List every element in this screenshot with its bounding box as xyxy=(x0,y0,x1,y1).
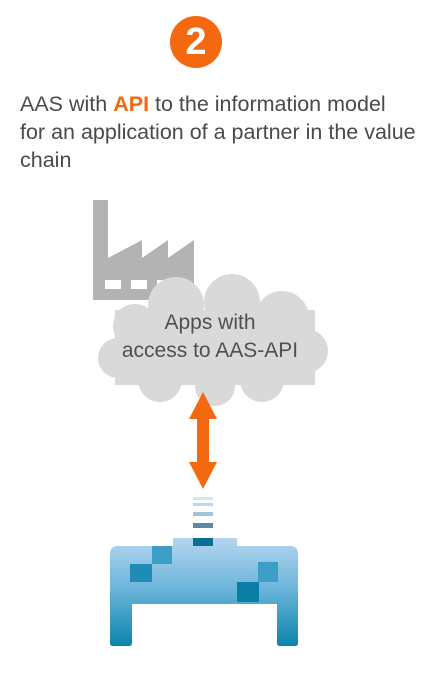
caption-highlight-api: API xyxy=(113,92,150,116)
step-number-badge: 2 xyxy=(170,16,222,68)
signal-bars xyxy=(193,497,213,528)
cloud-label: Apps with access to AAS-API xyxy=(95,309,325,365)
cloud-label-line-1: Apps with xyxy=(164,311,256,334)
asset-connector-icon xyxy=(110,538,298,646)
caption-part-1: AAS with xyxy=(20,92,114,116)
double-arrow-icon xyxy=(189,392,217,489)
cloud-label-line-2: access to AAS-API xyxy=(121,339,299,362)
cloud-icon xyxy=(98,274,328,406)
caption-text: AAS with API to the information model fo… xyxy=(20,90,416,174)
caption-part-2: to the information model for an applicat… xyxy=(20,92,416,172)
step-number: 2 xyxy=(185,21,207,63)
